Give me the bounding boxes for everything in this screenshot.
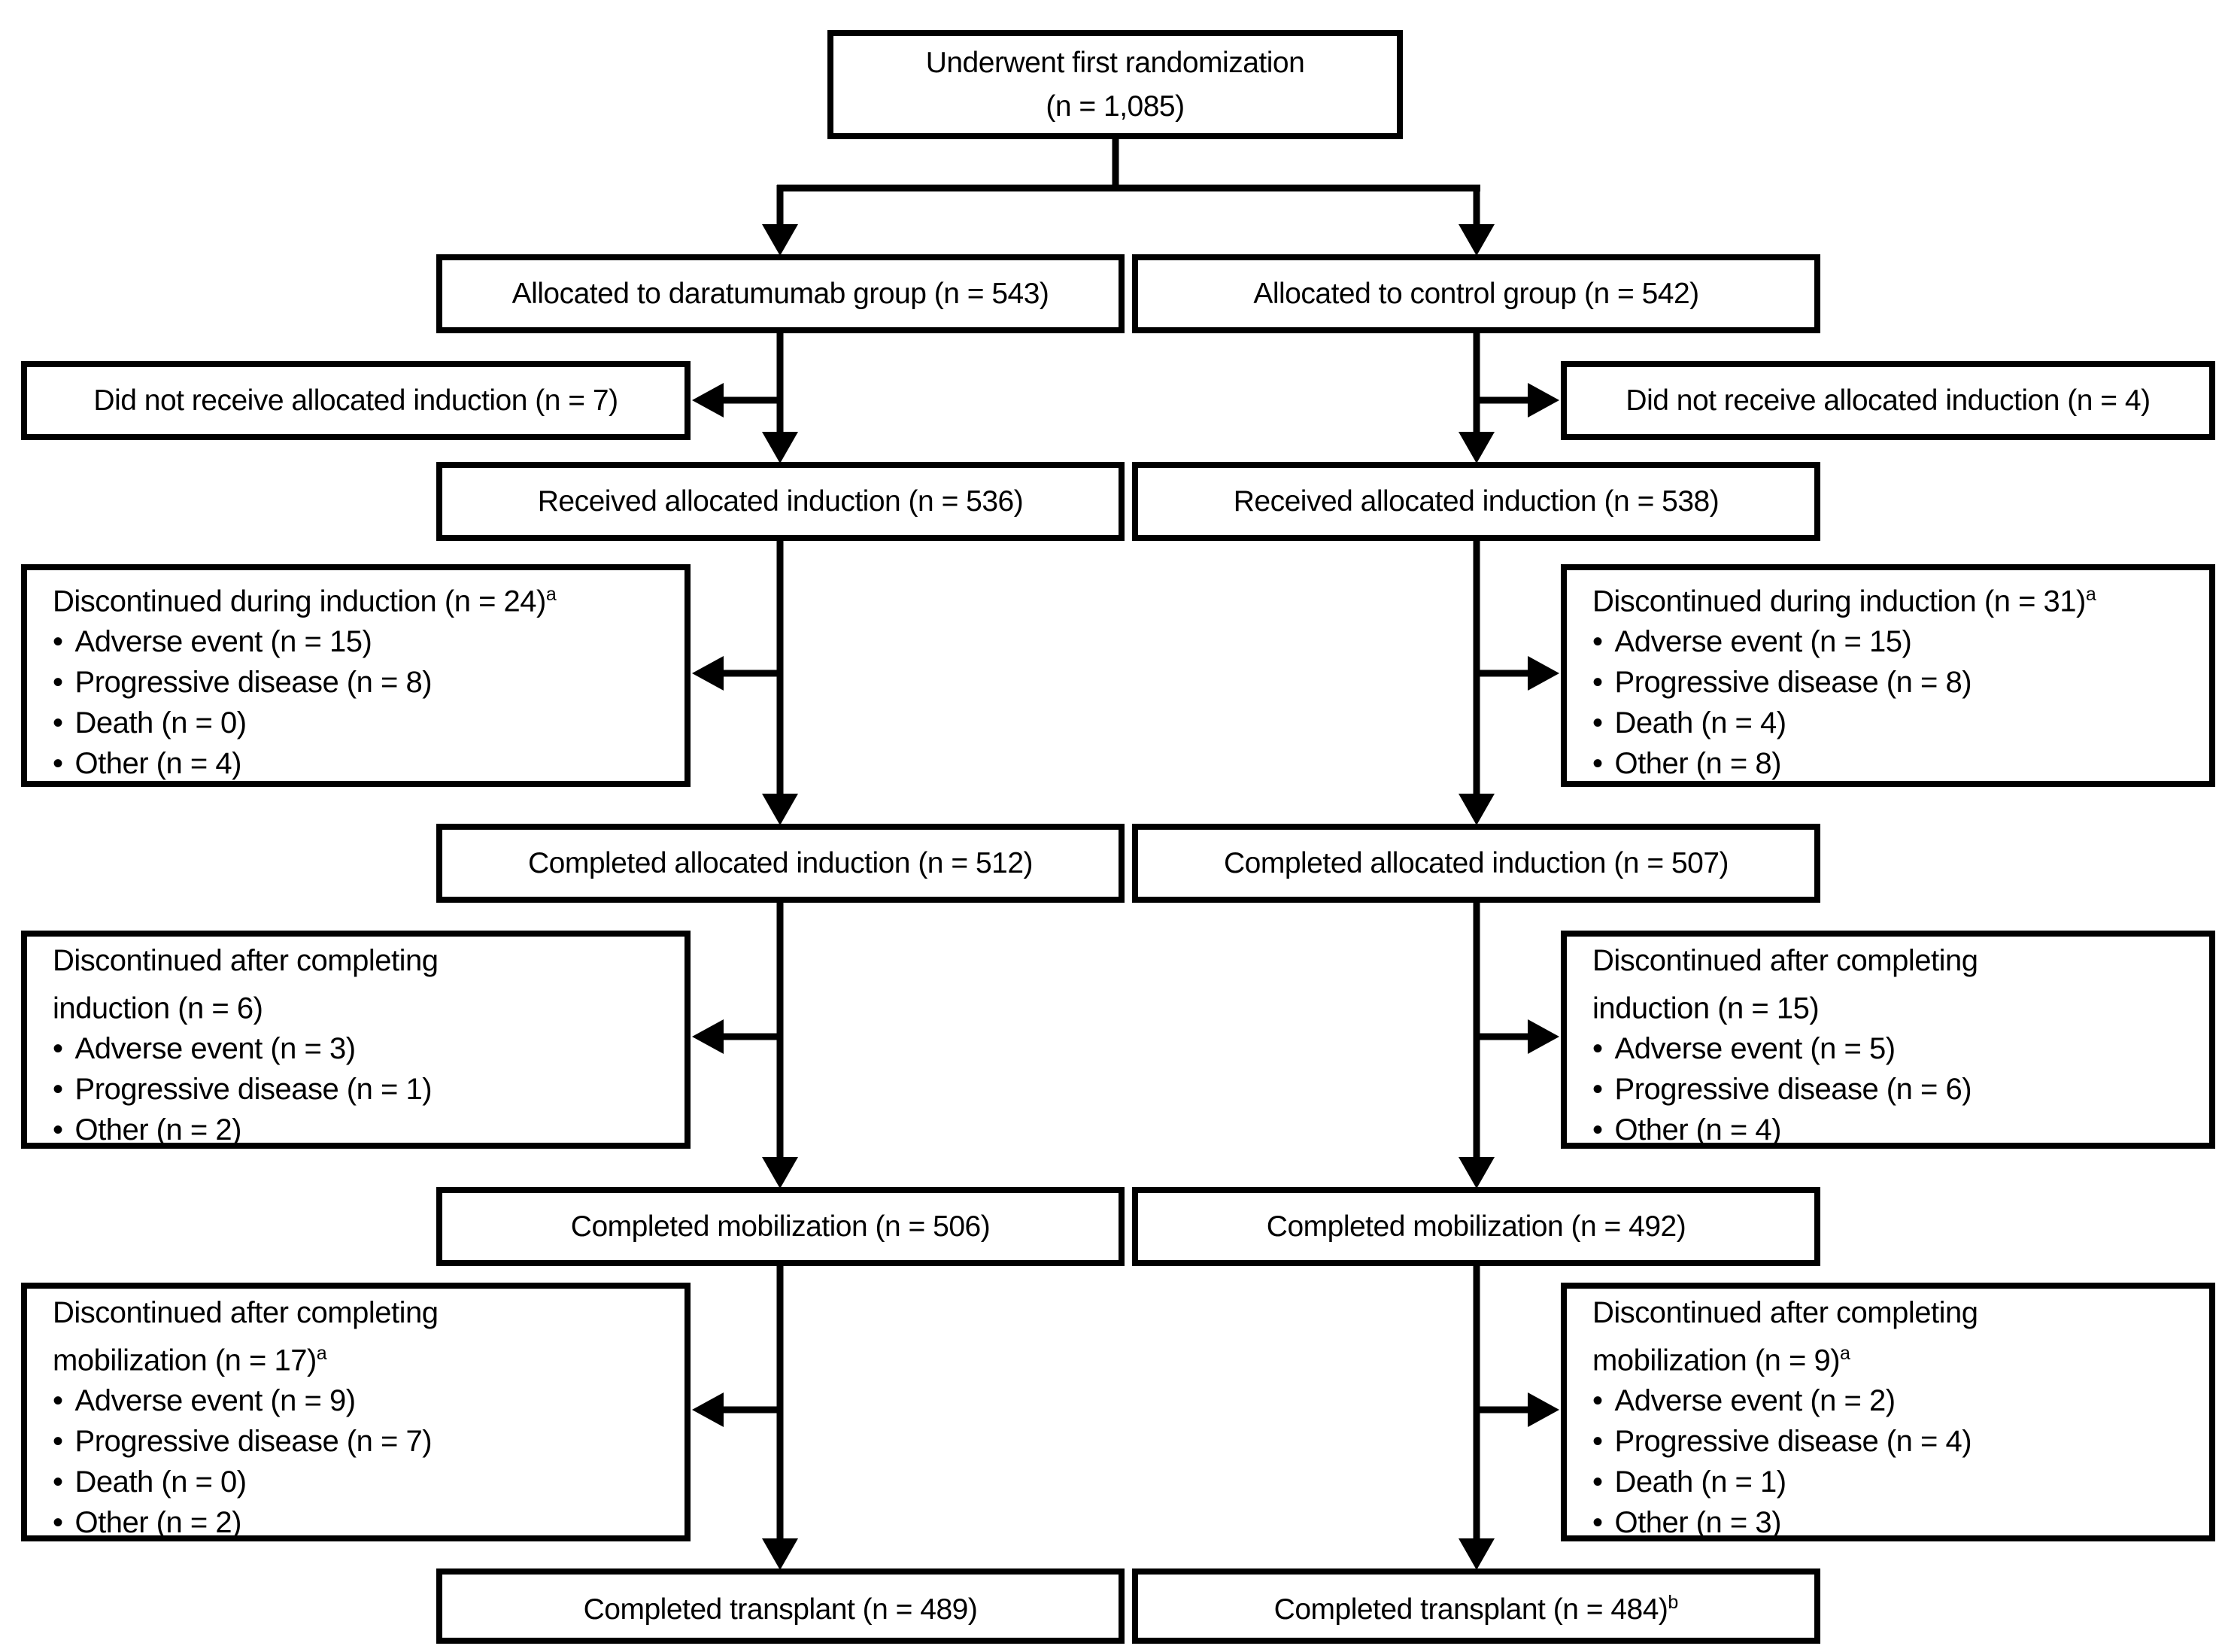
box-control-discontinued-during-induction: Discontinued during induction (n = 31)a … (1561, 564, 2215, 787)
bullet-item: Progressive disease (n = 8) (1592, 662, 2184, 703)
box-control-allocated: Allocated to control group (n = 542) (1132, 254, 1820, 333)
bullet-item: Adverse event (n = 2) (1592, 1380, 2184, 1421)
side-box-title: Discontinued after completing induction … (1592, 944, 1978, 1025)
box-label: Allocated to control group (n = 542) (1253, 277, 1699, 310)
box-control-received: Received allocated induction (n = 538) (1132, 462, 1820, 541)
box-daratumumab-discontinued-after-induction: Discontinued after completing induction … (21, 931, 691, 1149)
box-control-not-received: Did not receive allocated induction (n =… (1561, 361, 2215, 440)
box-daratumumab-completed-induction: Completed allocated induction (n = 512) (436, 824, 1125, 903)
bullet-item: Adverse event (n = 5) (1592, 1028, 2184, 1069)
bullet-item: Death (n = 1) (1592, 1462, 2184, 1502)
box-label: Received allocated induction (n = 538) (1233, 484, 1720, 518)
bullet-item: Adverse event (n = 9) (53, 1380, 659, 1421)
randomization-line1: Underwent first randomization (925, 46, 1305, 79)
bullet-item: Adverse event (n = 15) (53, 621, 659, 662)
bullet-item: Other (n = 2) (53, 1502, 659, 1543)
bullet-item: Progressive disease (n = 4) (1592, 1421, 2184, 1462)
footnote-marker: a (1840, 1343, 1850, 1364)
box-daratumumab-discontinued-after-mobilization: Discontinued after completing mobilizati… (21, 1283, 691, 1541)
box-label: Completed allocated induction (n = 512) (527, 846, 1034, 879)
box-daratumumab-not-received: Did not receive allocated induction (n =… (21, 361, 691, 440)
box-control-completed-mobilization: Completed mobilization (n = 492) (1132, 1187, 1820, 1266)
box-label: Did not receive allocated induction (n =… (93, 384, 618, 417)
box-label: Completed mobilization (n = 492) (1266, 1210, 1686, 1243)
bullet-item: Progressive disease (n = 7) (53, 1421, 659, 1462)
bullet-item: Other (n = 2) (53, 1110, 659, 1150)
box-control-completed-induction: Completed allocated induction (n = 507) (1132, 824, 1820, 903)
bullet-item: Other (n = 8) (1592, 743, 2184, 784)
footnote-marker: a (2085, 584, 2096, 605)
bullet-item: Death (n = 0) (53, 1462, 659, 1502)
box-label: Received allocated induction (n = 536) (537, 484, 1024, 518)
box-control-discontinued-after-induction: Discontinued after completing induction … (1561, 931, 2215, 1149)
bullet-item: Adverse event (n = 15) (1592, 621, 2184, 662)
bullet-item: Other (n = 4) (53, 743, 659, 784)
footnote-marker: b (1668, 1592, 1679, 1613)
box-daratumumab-completed-transplant: Completed transplant (n = 489) (436, 1568, 1125, 1644)
bullet-item: Other (n = 4) (1592, 1110, 2184, 1150)
box-label: Completed allocated induction (n = 507) (1223, 846, 1729, 879)
randomization-split-connector (762, 138, 1495, 256)
bullet-item: Other (n = 3) (1592, 1502, 2184, 1543)
footnote-marker: a (316, 1343, 327, 1364)
bullet-item: Progressive disease (n = 1) (53, 1069, 659, 1110)
side-box-title: Discontinued during induction (n = 24)a (53, 584, 557, 618)
bullet-item: Adverse event (n = 3) (53, 1028, 659, 1069)
box-control-discontinued-after-mobilization: Discontinued after completing mobilizati… (1561, 1283, 2215, 1541)
box-label: Completed transplant (n = 484)b (1273, 1592, 1679, 1626)
side-box-title: Discontinued after completing mobilizati… (53, 1296, 439, 1377)
box-daratumumab-completed-mobilization: Completed mobilization (n = 506) (436, 1187, 1125, 1266)
bullet-item: Death (n = 4) (1592, 703, 2184, 743)
footnote-marker: a (545, 584, 557, 605)
box-daratumumab-received: Received allocated induction (n = 536) (436, 462, 1125, 541)
box-label: Completed mobilization (n = 506) (570, 1210, 991, 1243)
bullet-item: Progressive disease (n = 8) (53, 662, 659, 703)
randomization-line2: (n = 1,085) (1046, 90, 1185, 123)
box-label: Did not receive allocated induction (n =… (1625, 384, 2151, 417)
box-label: Allocated to daratumumab group (n = 543) (511, 277, 1049, 310)
box-daratumumab-allocated: Allocated to daratumumab group (n = 543) (436, 254, 1125, 333)
bullet-item: Death (n = 0) (53, 703, 659, 743)
side-box-title: Discontinued after completing induction … (53, 944, 439, 1025)
box-label: Completed transplant (n = 489) (583, 1593, 978, 1626)
box-randomization: Underwent first randomization (n = 1,085… (827, 30, 1403, 139)
bullet-item: Progressive disease (n = 6) (1592, 1069, 2184, 1110)
side-box-title: Discontinued during induction (n = 31)a (1592, 584, 2096, 618)
box-control-completed-transplant: Completed transplant (n = 484)b (1132, 1568, 1820, 1644)
box-daratumumab-discontinued-during-induction: Discontinued during induction (n = 24)a … (21, 564, 691, 787)
side-box-title: Discontinued after completing mobilizati… (1592, 1296, 1978, 1377)
